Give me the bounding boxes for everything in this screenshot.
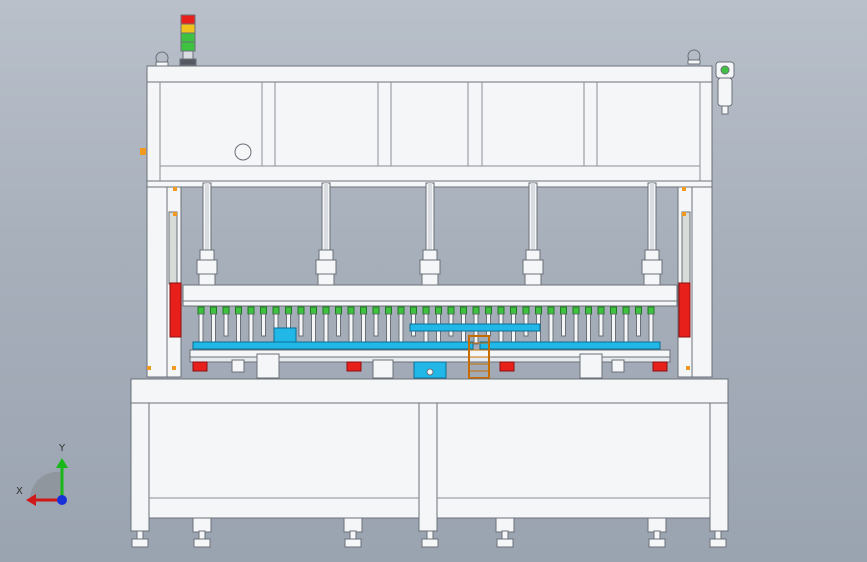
signal-tower-icon — [179, 14, 197, 66]
fixture-pin — [522, 306, 530, 337]
fixture-pin — [447, 306, 455, 337]
left-column — [146, 186, 168, 378]
fixture-pin — [485, 306, 492, 337]
gauge-icon — [234, 143, 252, 161]
guide-shaft — [522, 182, 544, 286]
leveling-foot-icon — [421, 530, 439, 548]
fixture-pin — [322, 306, 330, 345]
safety-guard — [678, 282, 691, 338]
fixture-pin — [260, 306, 267, 337]
fixture-pin — [597, 306, 605, 337]
fixture-pin — [585, 306, 592, 345]
axis-triad-icon — [26, 458, 68, 506]
axis-x-label: X — [16, 486, 23, 497]
fixture-pin — [335, 306, 342, 337]
leveling-foot-icon — [709, 530, 727, 548]
guide-shaft — [641, 182, 663, 286]
guide-shaft — [196, 182, 218, 286]
ladder-fixture — [468, 335, 490, 379]
fixture-pin — [397, 306, 405, 345]
fixture-pin — [297, 306, 305, 337]
pressing-plate — [182, 284, 678, 302]
fixture-pin — [547, 306, 555, 345]
fixture-pin — [560, 306, 567, 337]
fixture-plate — [192, 323, 661, 350]
safety-guard — [169, 282, 182, 338]
axis-y-label: Y — [59, 443, 66, 454]
fixture-pin — [222, 306, 230, 337]
fixture-pin — [372, 306, 380, 337]
fixture-pin — [210, 306, 217, 345]
guide-shaft — [315, 182, 337, 286]
right-column — [691, 186, 713, 378]
fixture-pin — [247, 306, 255, 345]
leveling-foot-icon — [647, 517, 667, 548]
fixture-pin — [410, 306, 417, 337]
fixture-pin — [635, 306, 642, 337]
top-beam — [146, 65, 713, 83]
leveling-foot-icon — [343, 517, 363, 548]
fixture-pin — [622, 306, 630, 345]
fixture-pin — [197, 306, 205, 355]
table-top — [130, 378, 729, 404]
air-filter-icon — [715, 61, 735, 115]
lifting-eye-icon — [687, 49, 701, 65]
leveling-foot-icon — [495, 517, 515, 548]
header-enclosure — [146, 81, 713, 182]
leveling-foot-icon — [131, 530, 149, 548]
fixture-pin — [360, 306, 367, 345]
leveling-foot-icon — [192, 517, 212, 548]
guide-shaft — [419, 182, 441, 286]
lifting-eye-icon — [155, 51, 169, 67]
